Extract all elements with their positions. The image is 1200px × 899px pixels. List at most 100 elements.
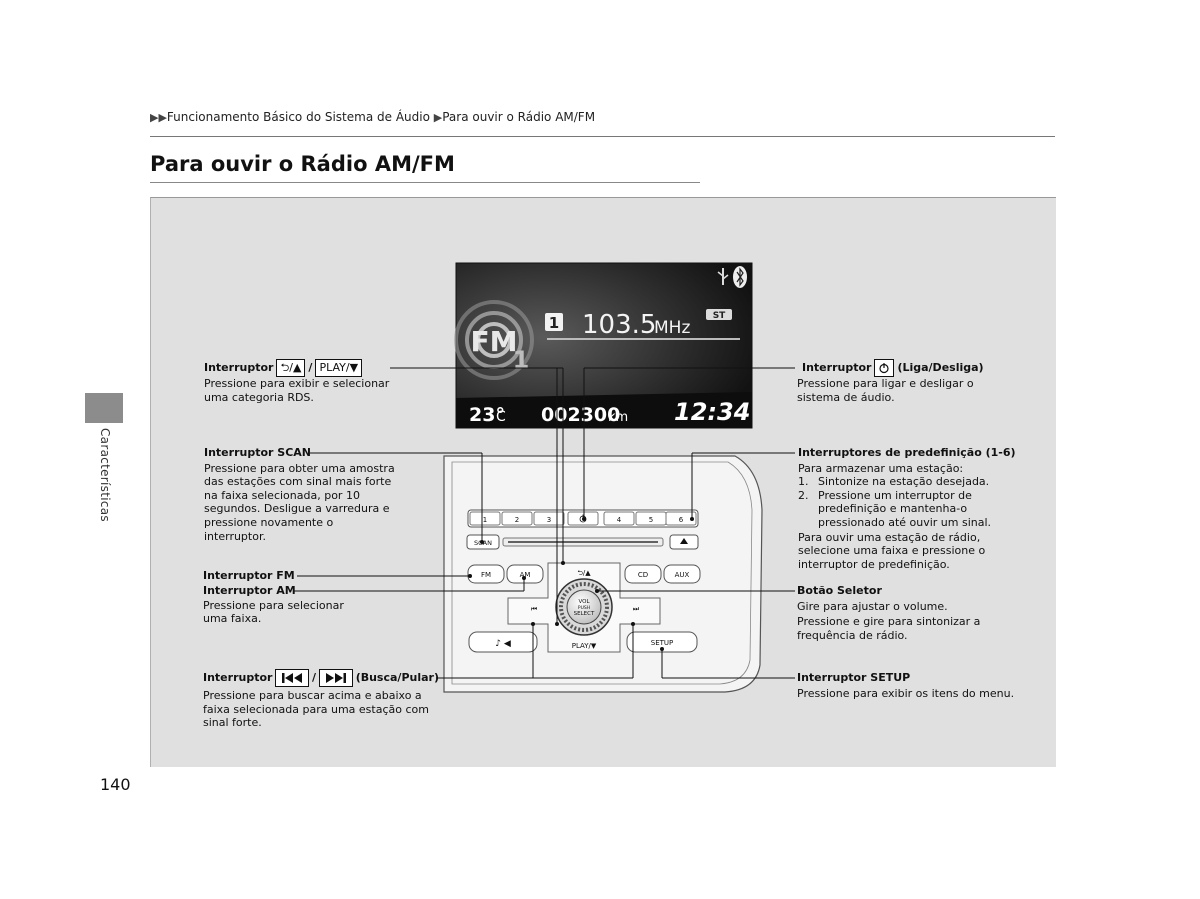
svg-text:VOL: VOL	[578, 599, 590, 605]
svg-text:SETUP: SETUP	[651, 639, 674, 647]
callout-am-text: Pressione para selecionar uma faixa.	[203, 598, 344, 626]
callout-setup-title: Interruptor SETUP	[797, 671, 911, 684]
power-key	[874, 359, 895, 377]
callout-seek-heading: Interruptor / (Busca/Pular)	[203, 669, 439, 687]
callout-seek-text: Pressione para buscar acima e abaixo a f…	[203, 689, 429, 730]
svg-text:4: 4	[617, 516, 622, 524]
display-preset: 1	[549, 314, 559, 332]
display-temp-unit: C	[496, 409, 506, 425]
page-title: Para ouvir o Rádio AM/FM	[150, 152, 455, 176]
svg-text:FM: FM	[481, 571, 491, 579]
breadcrumb-item[interactable]: Para ouvir o Rádio AM/FM	[442, 110, 596, 124]
play-button-label[interactable]: PLAY/▼	[572, 642, 597, 650]
breadcrumb: ▶▶Funcionamento Básico do Sistema de Áud…	[150, 110, 595, 124]
callout-seek: Interruptor / (Busca/Pular) Pressione pa…	[203, 669, 439, 730]
section-tab-marker	[85, 393, 123, 423]
preset-steps: 1.Sintonize na estação desejada. 2.Press…	[798, 475, 1003, 529]
callout-scan-title: Interruptor SCAN	[204, 446, 311, 459]
fm-signal-icon: FM 1	[454, 300, 534, 380]
display-odometer: 002300	[541, 404, 620, 426]
callout-seek-prefix: Interruptor	[203, 671, 273, 685]
page-number: 140	[100, 775, 131, 794]
callout-selector-text1: Gire para ajustar o volume.	[797, 599, 948, 613]
preset-button-6[interactable]	[665, 511, 697, 526]
callout-power-prefix: Interruptor	[802, 361, 872, 375]
callout-selector-text2: Pressione e gire para sintonizar a frequ…	[797, 615, 981, 642]
callout-power-text: Pressione para ligar e desligar o sistem…	[797, 377, 974, 404]
svg-text:1: 1	[483, 516, 487, 524]
eject-icon	[680, 538, 688, 544]
list-item: 1.Sintonize na estação desejada.	[798, 475, 990, 489]
breadcrumb-arrow-icon: ▶▶	[150, 111, 167, 124]
callout-scan-text: Pressione para obter uma amostra das est…	[204, 461, 395, 543]
svg-text:CD: CD	[638, 571, 648, 579]
callout-presets-title: Interruptores de predefinição (1-6)	[798, 446, 1016, 459]
seek-forward-key	[319, 669, 353, 687]
power-icon	[879, 363, 890, 374]
callout-selector-title: Botão Seletor	[797, 584, 882, 597]
sound-button[interactable]	[468, 631, 538, 653]
display-band-sub: 1	[513, 346, 530, 374]
svg-text:AM: AM	[520, 571, 531, 579]
callout-fm: Interruptor FM	[203, 569, 303, 583]
callout-rds-heading: Interruptor ⮌/▲ / PLAY/▼	[204, 359, 404, 377]
callout-seek-suffix: (Busca/Pular)	[355, 671, 439, 685]
preset-button-4[interactable]	[603, 511, 635, 526]
cd-button[interactable]	[624, 564, 662, 584]
callout-power-suffix: (Liga/Desliga)	[897, 361, 984, 375]
back-button-label[interactable]: ⮌/▲	[577, 569, 591, 577]
callout-power: Interruptor (Liga/Desliga) Pressione par…	[797, 359, 997, 404]
preset-buttons: 1 2 3 4 5 6	[469, 511, 697, 526]
callout-presets: Interruptores de predefinição (1-6) Para…	[798, 446, 1016, 571]
audio-display: FM 1 1 103.5 MHz ST 23° C 002300 km 12:3…	[454, 262, 753, 429]
breadcrumb-arrow-icon: ▶	[433, 111, 443, 124]
callout-scan: Interruptor SCAN Pressione para obter um…	[204, 446, 396, 543]
callout-rds-sep: /	[308, 361, 313, 375]
svg-text:PUSH: PUSH	[578, 605, 590, 611]
callout-presets-outro: Para ouvir uma estação de rádio, selecio…	[798, 530, 986, 571]
audio-unit-body: 1 2 3 4 5 6 SCAN ⮌/▲ PLAY/▼ ⏮ ⏭ FM	[443, 455, 763, 693]
seek-forward-icon[interactable]: ⏭	[633, 605, 640, 613]
callout-am: Interruptor AM Pressione para selecionar…	[203, 584, 363, 626]
display-clock: 12:34	[674, 398, 750, 426]
callout-rds-prefix: Interruptor	[204, 361, 274, 375]
display-stereo: ST	[713, 311, 726, 321]
preset-button-1[interactable]	[469, 511, 501, 526]
svg-text:2: 2	[515, 516, 519, 524]
display-temperature: 23°	[469, 404, 505, 426]
header-divider	[150, 136, 1055, 137]
play-switch-key: PLAY/▼	[315, 359, 363, 377]
list-item: 2.Pressione um interruptor de predefiniç…	[798, 488, 992, 529]
callout-setup-text: Pressione para exibir os itens do menu.	[797, 686, 1015, 700]
title-underline	[150, 182, 700, 183]
display-freq-unit: MHz	[654, 318, 690, 338]
aux-button[interactable]	[663, 564, 701, 584]
usb-icon	[717, 268, 729, 285]
svg-text:5: 5	[649, 516, 653, 524]
display-frequency: 103.5	[582, 310, 656, 340]
callout-power-heading: Interruptor (Liga/Desliga)	[802, 359, 997, 377]
callout-selector: Botão Seletor Gire para ajustar o volume…	[797, 584, 997, 642]
callout-am-title: Interruptor AM	[203, 584, 296, 597]
am-button[interactable]	[506, 564, 544, 584]
music-note-icon: ♪ ◀	[495, 639, 511, 649]
display-band: FM	[471, 325, 518, 358]
seek-back-key	[275, 669, 310, 687]
svg-text:AUX: AUX	[675, 571, 690, 579]
seek-back-icon[interactable]: ⏮	[531, 605, 537, 613]
leader-lines	[293, 367, 795, 679]
breadcrumb-item[interactable]: Funcionamento Básico do Sistema de Áudio	[166, 110, 430, 124]
fm-button[interactable]	[467, 564, 505, 584]
callout-rds: Interruptor ⮌/▲ / PLAY/▼ Pressione para …	[204, 359, 404, 404]
callout-presets-intro: Para armazenar uma estação:	[798, 461, 964, 475]
selector-knob[interactable]: VOL PUSH SELECT	[555, 578, 613, 636]
callout-seek-sep: /	[312, 671, 317, 685]
preset-button-2[interactable]	[501, 511, 533, 526]
back-switch-key: ⮌/▲	[276, 359, 306, 377]
callout-rds-text: Pressione para exibir e selecionar uma c…	[204, 377, 390, 404]
callout-setup: Interruptor SETUP Pressione para exibir …	[797, 671, 1037, 700]
leader-dots	[468, 517, 694, 651]
bluetooth-icon	[733, 266, 747, 288]
svg-text:SELECT: SELECT	[574, 611, 595, 617]
